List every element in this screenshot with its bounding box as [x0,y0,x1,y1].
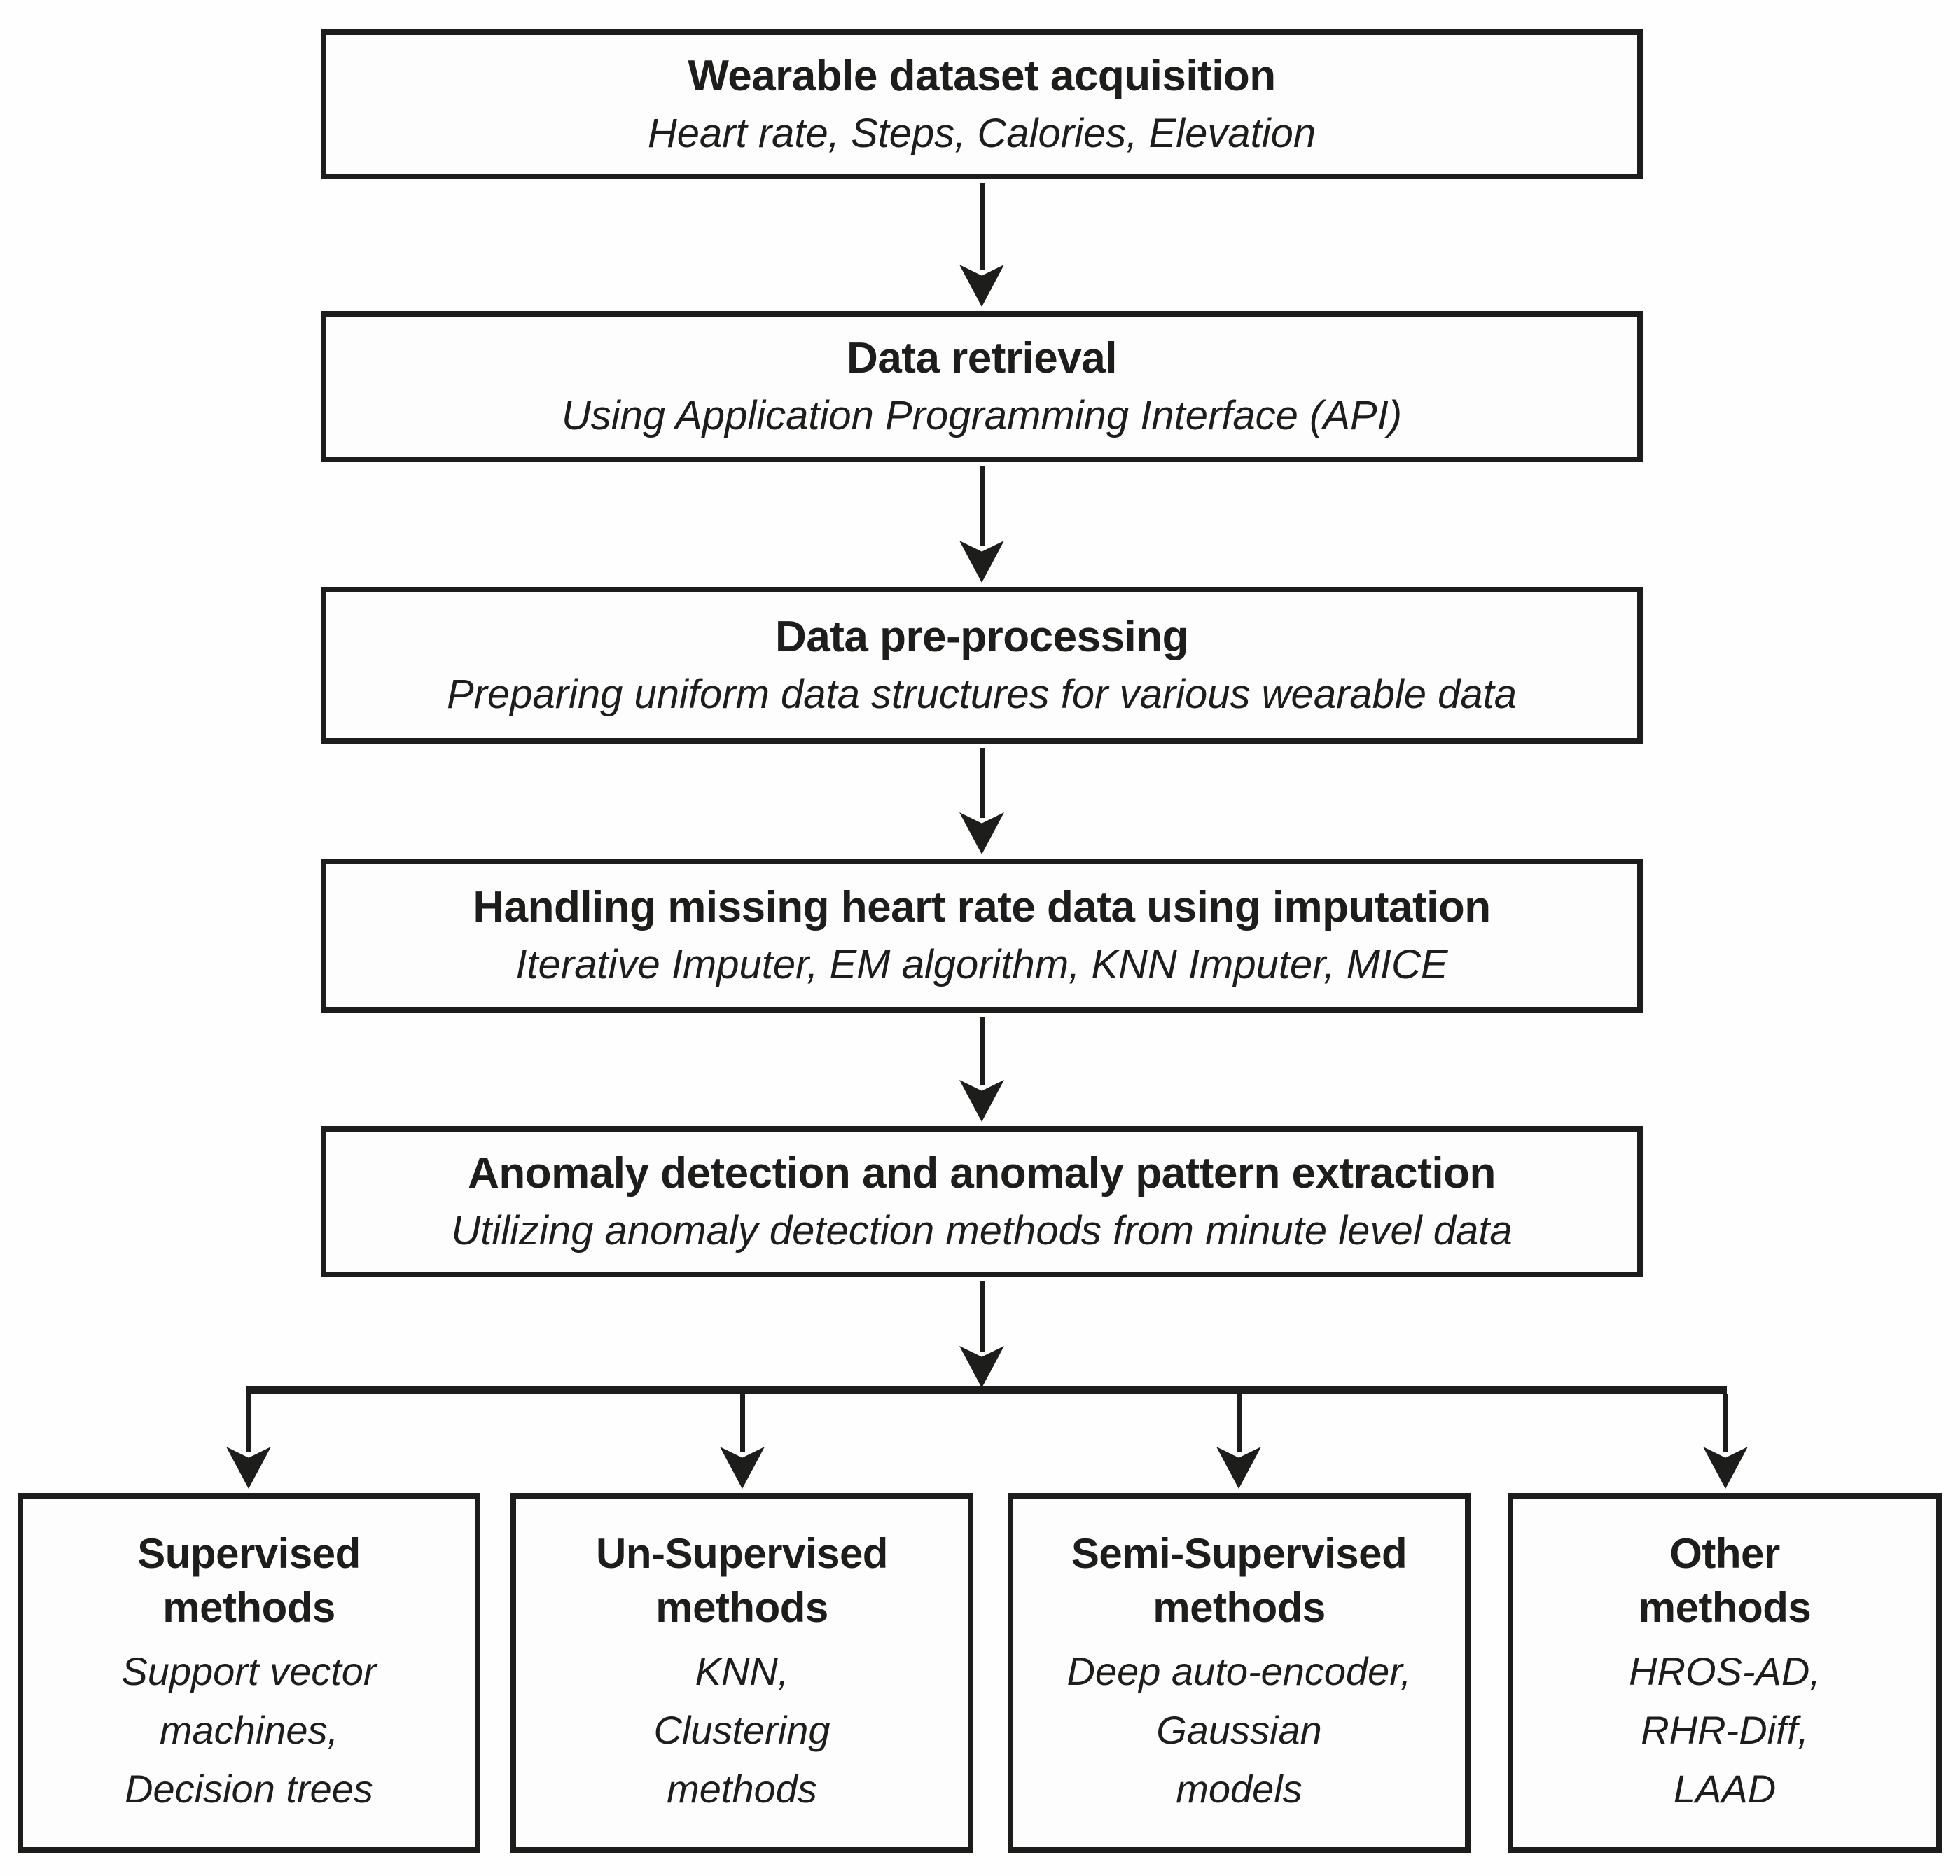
flow-box-subtitle: Using Application Programming Interface … [561,393,1403,439]
arrow-down-icon [720,1394,765,1489]
flow-box-title: Data retrieval [847,334,1117,382]
method-box-items: Support vector machines, Decision trees [121,1648,377,1811]
arrow-down-icon [959,1017,1004,1122]
method-box-items: Deep auto-encoder, Gaussian models [1066,1648,1412,1811]
method-box-title: Supervised methods [137,1530,361,1631]
arrow-down-icon [959,1281,1004,1388]
arrow-head [720,1447,765,1489]
arrow-down-icon [959,183,1004,307]
arrow-down-icon [959,466,1004,583]
method-box-unsupervised: Un-Supervised methods KNN, Clustering me… [510,1493,973,1853]
arrow-head [959,1346,1004,1388]
arrow-down-icon [959,748,1004,854]
arrow-shaft [979,1281,985,1352]
flow-box-data-retrieval: Data retrieval Using Application Program… [321,311,1643,462]
flow-box-title: Wearable dataset acquisition [688,52,1276,100]
arrow-down-icon [1216,1394,1261,1489]
arrow-shaft [246,1394,251,1452]
flow-box-title: Data pre-processing [774,613,1189,661]
arrow-shaft [979,1017,985,1085]
method-box-title: Un-Supervised methods [596,1530,888,1631]
method-box-semi-supervised: Semi-Supervised methods Deep auto-encode… [1008,1493,1471,1853]
arrow-head [1703,1447,1748,1489]
arrow-down-icon [226,1394,271,1489]
arrow-head [959,1080,1004,1122]
arrow-shaft [1236,1394,1242,1452]
flow-box-title: Anomaly detection and anomaly pattern ex… [468,1149,1496,1197]
flow-box-wearable-dataset-acquisition: Wearable dataset acquisition Heart rate,… [321,29,1643,179]
arrow-head [226,1447,271,1489]
arrow-head [959,541,1004,583]
branch-connector-line [246,1386,1727,1394]
method-box-supervised: Supervised methods Support vector machin… [18,1493,480,1853]
flow-box-data-pre-processing: Data pre-processing Preparing uniform da… [321,587,1643,744]
flow-box-title: Handling missing heart rate data using i… [473,883,1491,931]
method-box-items: HROS-AD, RHR-Diff, LAAD [1629,1648,1821,1811]
method-box-other: Other methods HROS-AD, RHR-Diff, LAAD [1508,1493,1942,1853]
flow-box-subtitle: Utilizing anomaly detection methods from… [451,1208,1513,1254]
arrow-head [959,812,1004,854]
arrow-shaft [979,748,985,818]
arrow-shaft [979,466,985,546]
arrow-shaft [739,1394,745,1452]
flow-box-subtitle: Preparing uniform data structures for va… [446,672,1517,718]
arrow-head [1216,1447,1261,1489]
method-box-title: Other methods [1638,1530,1812,1631]
flow-box-subtitle: Iterative Imputer, EM algorithm, KNN Imp… [515,942,1448,988]
flow-box-subtitle: Heart rate, Steps, Calories, Elevation [647,111,1316,157]
method-box-items: KNN, Clustering methods [653,1648,830,1811]
arrow-shaft [979,183,985,270]
arrow-head [959,265,1004,307]
arrow-shaft [1723,1394,1728,1452]
flow-box-handling-missing-heart-rate: Handling missing heart rate data using i… [321,859,1643,1013]
arrow-down-icon [1703,1394,1748,1489]
method-box-title: Semi-Supervised methods [1071,1530,1408,1631]
flow-box-anomaly-detection: Anomaly detection and anomaly pattern ex… [321,1126,1643,1277]
